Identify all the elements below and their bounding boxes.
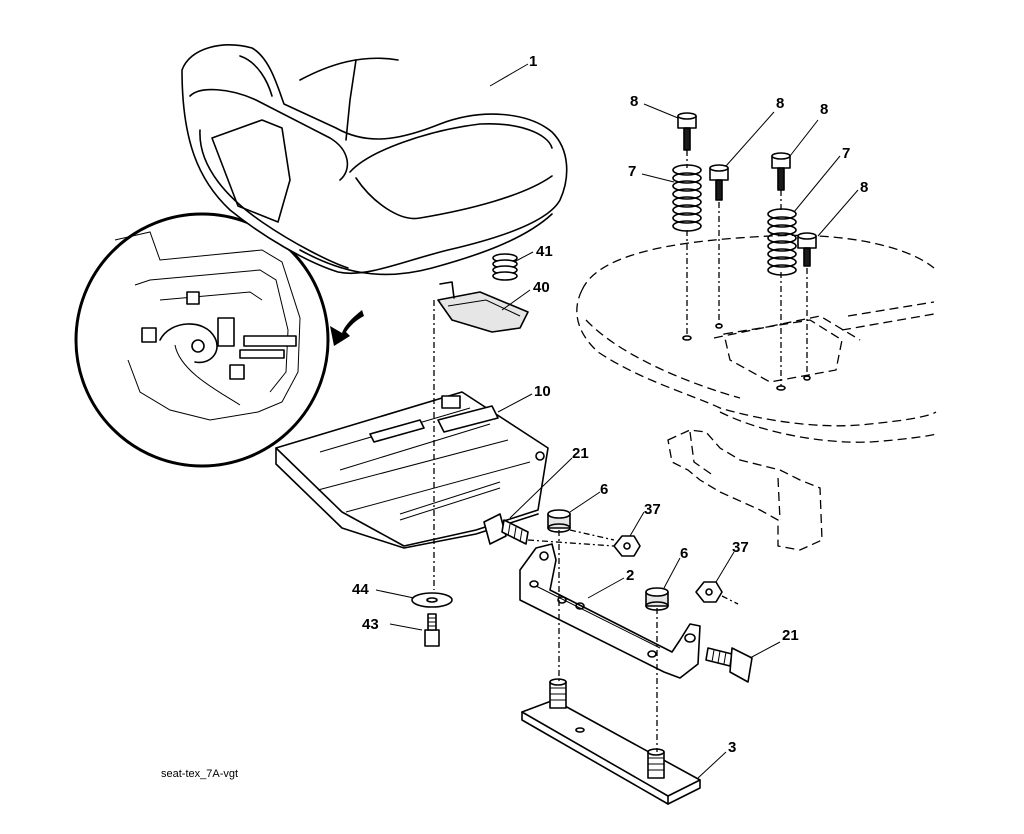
callout-left-nut: 37	[644, 501, 661, 518]
callout-right-bushing: 6	[680, 545, 688, 562]
fender-outline	[576, 234, 937, 551]
center-bolt	[709, 164, 729, 201]
seat-pan-bracket	[519, 543, 701, 679]
callout-right-carriage-bolt: 21	[782, 627, 799, 644]
switch-detail-inset	[74, 212, 330, 468]
callout-left-bushing: 6	[600, 481, 608, 498]
callout-seat-pan-bracket: 2	[626, 567, 634, 584]
left-spring	[672, 164, 702, 232]
callout-screw: 43	[362, 616, 379, 633]
callout-switch-clip: 40	[533, 279, 550, 296]
switch-clip	[437, 281, 529, 333]
screw	[424, 613, 440, 647]
figure-caption: seat-tex_7A-vgt	[161, 768, 238, 780]
leader-lines	[375, 63, 859, 779]
callout-left-bolt: 8	[630, 93, 638, 110]
callout-center-bolt: 8	[776, 95, 784, 112]
left-bolt	[677, 112, 697, 151]
left-bushing	[547, 509, 571, 533]
assembly-lines	[433, 150, 808, 752]
callout-small-spring: 41	[536, 243, 553, 260]
callout-washer: 44	[352, 581, 369, 598]
right-spring	[767, 208, 797, 276]
callout-seat: 1	[529, 53, 537, 70]
seat-cushion	[181, 44, 568, 276]
callout-right-spring: 7	[842, 145, 850, 162]
callout-seat-base-plate: 3	[728, 739, 736, 756]
callout-rear-bolt: 8	[860, 179, 868, 196]
rear-bolt	[797, 232, 817, 267]
seat-base-plate	[521, 678, 701, 805]
callout-right-bolt: 8	[820, 101, 828, 118]
fender-holes	[682, 323, 811, 391]
left-carriage-bolt	[483, 513, 529, 545]
callout-left-spring: 7	[628, 163, 636, 180]
callout-pan: 10	[534, 383, 551, 400]
right-bolt	[771, 152, 791, 191]
right-nut	[695, 581, 723, 603]
detail-pointer-arrow	[330, 310, 364, 346]
callout-left-carriage-bolt: 21	[572, 445, 589, 462]
seat-pan	[275, 391, 549, 549]
callout-labels: 1 8 8 8 8 7 7 41 40 10 21 6 37 2 6 37 21…	[352, 53, 868, 756]
right-bushing	[645, 587, 669, 611]
callout-right-nut: 37	[732, 539, 749, 556]
left-nut	[613, 535, 641, 557]
small-spring	[492, 253, 518, 281]
right-carriage-bolt	[705, 647, 753, 683]
